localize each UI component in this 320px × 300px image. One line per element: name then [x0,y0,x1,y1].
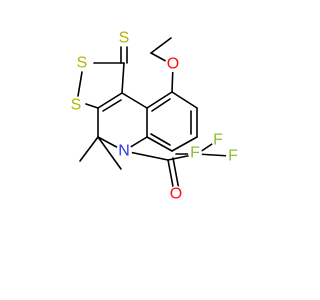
bond-cf3-f-right [196,153,231,157]
molecule-structure: O S S S N F F F [68,29,240,203]
bond-c9b-aryl [121,92,148,109]
bond-c9b-c1 [121,62,125,94]
bond-benzene-6 [146,91,173,109]
bond-s3-c3a [85,103,99,109]
ring-sulfur-lower-label: S [71,97,82,114]
fluorine-upper-label: F [213,132,223,149]
bond-carbonyl-o-b [172,157,180,191]
bond-benzene-4 [146,136,173,152]
ether-oxygen-label: O [167,56,179,73]
atom-fluorine-upper: F [211,132,225,149]
atom-carbonyl-oxygen: O [168,186,184,203]
bond-lines [77,37,231,193]
bond-methyl-1 [79,136,99,162]
carbonyl-oxygen-label: O [170,186,182,203]
bond-benzene-6-inner [151,98,171,112]
atom-ether-oxygen: O [165,56,181,73]
ring-sulfur-upper-label: S [77,55,88,72]
bond-benzene-4-inner [150,133,171,146]
bond-benzene-1 [171,91,198,109]
atom-labels: O S S S N F F F [68,30,240,203]
thione-sulfur-label: S [119,30,130,47]
bond-methyl-2 [97,136,122,170]
atom-thione-sulfur: S [116,30,132,47]
bond-benzene-3 [171,136,198,152]
bond-c3a-c9b [97,92,123,109]
atom-ring-sulfur-lower: S [68,97,84,114]
fluorine-right-label: F [228,148,238,165]
bond-c3a-c9b-inner [102,99,122,112]
bond-ethyl-ch3 [150,37,172,54]
bond-s2-s3 [77,71,83,97]
atom-ring-sulfur-upper: S [74,55,90,72]
atom-ring-nitrogen: N [116,143,132,160]
atom-fluorine-right: F [226,148,240,165]
ring-nitrogen-label: N [118,143,130,160]
fluorine-left-label: F [190,145,200,162]
atom-fluorine-left: F [188,145,202,162]
